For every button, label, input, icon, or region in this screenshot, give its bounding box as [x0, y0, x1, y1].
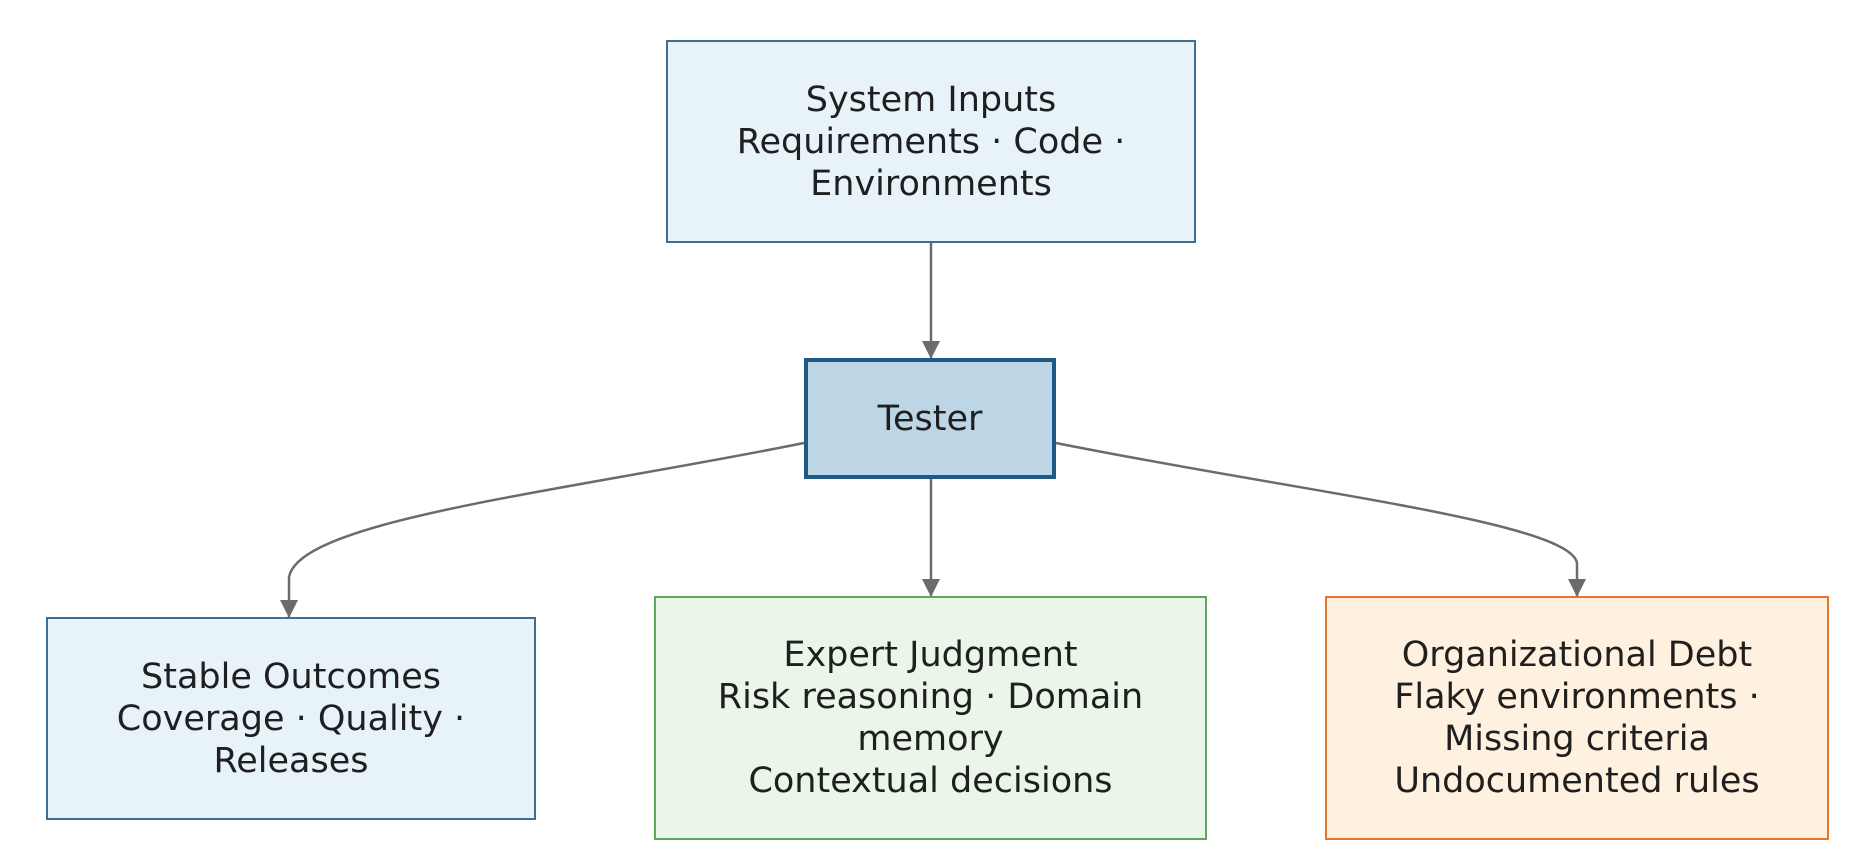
node-line: Risk reasoning · Domain [717, 677, 1144, 717]
node-title: Expert Judgment [783, 635, 1078, 675]
node-line: Contextual decisions [748, 761, 1113, 801]
node-title: Stable Outcomes [141, 656, 441, 697]
node-title: Organizational Debt [1401, 635, 1753, 675]
organizational-debt-node: Organizational Debt Flaky environments ·… [1325, 596, 1829, 840]
stable-outcomes-node: Stable Outcomes Coverage · Quality · Rel… [46, 617, 536, 820]
node-line: Releases [213, 740, 369, 781]
node-title: System Inputs [805, 79, 1057, 120]
node-line: Requirements · Code · [736, 121, 1126, 162]
node-line: memory [857, 719, 1004, 759]
edge-tester-to-debt [1055, 441, 1586, 597]
tester-node: Tester [804, 358, 1056, 479]
node-line: Flaky environments · [1394, 677, 1760, 717]
node-line: Missing criteria [1444, 719, 1710, 759]
expert-judgment-node: Expert Judgment Risk reasoning · Domain … [654, 596, 1207, 840]
system-inputs-node: System Inputs Requirements · Code · Envi… [666, 40, 1196, 243]
node-title: Tester [877, 398, 983, 439]
node-line: Undocumented rules [1394, 761, 1760, 801]
edge-tester-to-stable [280, 441, 805, 618]
node-line: Environments [810, 163, 1052, 204]
node-line: Coverage · Quality · [116, 698, 466, 739]
